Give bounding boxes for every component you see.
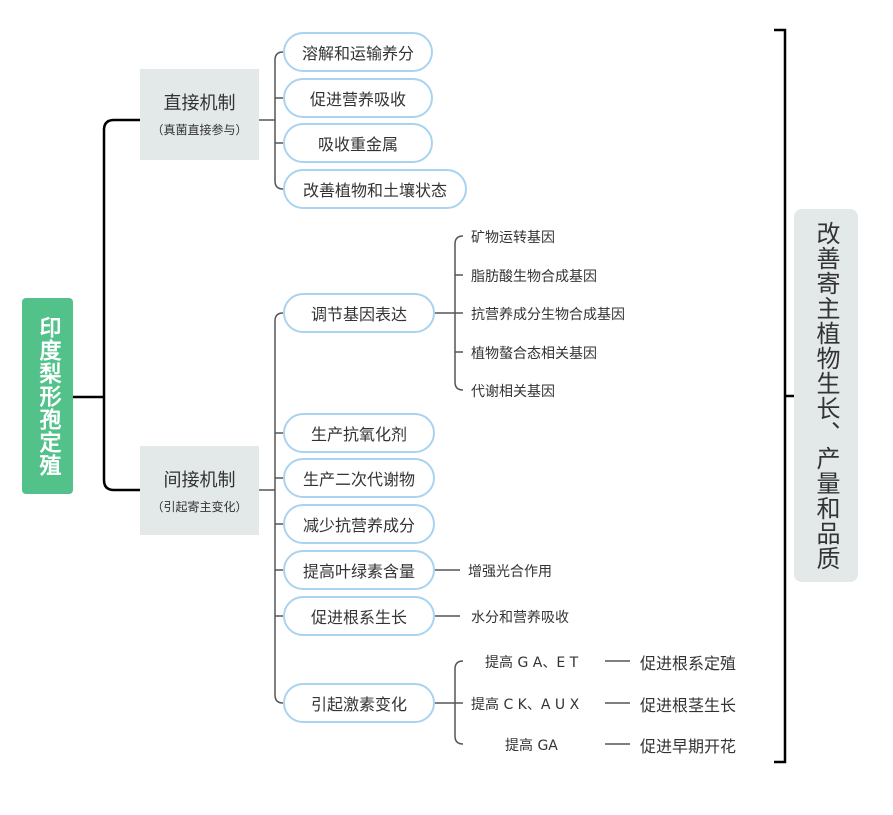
root-node: 印度梨形孢定殖 xyxy=(22,298,73,494)
direct-item: 溶解和运输养分 xyxy=(283,32,433,72)
indirect-mechanism-node: 间接机制 （引起寄主变化） xyxy=(140,446,259,535)
hormone-cause: 提高 G A、E T xyxy=(485,655,579,671)
hormone-cause: 提高 GA xyxy=(505,738,558,754)
gene-item: 矿物运转基因 xyxy=(471,230,555,246)
gene-expression-node: 调节基因表达 xyxy=(283,293,435,333)
indirect-item: 生产抗氧化剂 xyxy=(283,413,435,453)
indirect-item: 生产二次代谢物 xyxy=(283,458,435,498)
direct-item: 促进营养吸收 xyxy=(283,78,433,118)
chlorophyll-node: 提高叶绿素含量 xyxy=(283,550,435,590)
indirect-mechanism-title: 间接机制 xyxy=(163,470,236,491)
hormone-effect: 促进根系定殖 xyxy=(640,654,737,673)
gene-item: 代谢相关基因 xyxy=(471,384,555,400)
summary-box: 改善寄主植物生长、产量和品质 xyxy=(794,209,858,582)
hormone-effect: 促进早期开花 xyxy=(640,737,737,756)
indirect-mechanism-subtitle: （引起寄主变化） xyxy=(151,500,248,514)
hormone-cause: 提高 C K、A U X xyxy=(471,697,580,713)
direct-mechanism-node: 直接机制 （真菌直接参与） xyxy=(140,69,259,160)
root-growth-node: 促进根系生长 xyxy=(283,596,435,636)
direct-mechanism-title: 直接机制 xyxy=(163,93,236,114)
hormone-node: 引起激素变化 xyxy=(283,683,435,723)
root-growth-effect: 水分和营养吸收 xyxy=(471,610,569,626)
direct-mechanism-subtitle: （真菌直接参与） xyxy=(151,123,248,137)
direct-item: 改善植物和土壤状态 xyxy=(283,169,467,209)
chlorophyll-effect: 增强光合作用 xyxy=(468,564,552,580)
gene-item: 脂肪酸生物合成基因 xyxy=(471,269,597,285)
indirect-item: 减少抗营养成分 xyxy=(283,504,435,544)
gene-item: 植物螯合态相关基因 xyxy=(471,346,597,362)
hormone-effect: 促进根茎生长 xyxy=(640,696,737,715)
direct-item: 吸收重金属 xyxy=(283,123,433,163)
gene-item: 抗营养成分生物合成基因 xyxy=(471,307,625,323)
